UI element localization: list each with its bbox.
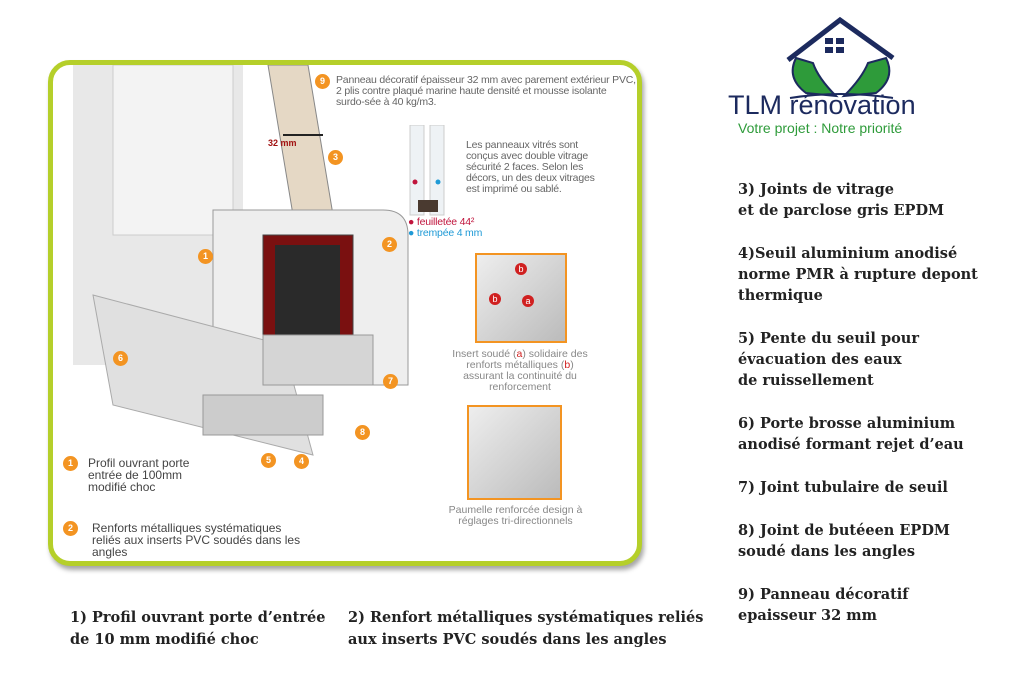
callout-5: 5 xyxy=(261,453,276,468)
legend-1-text: Profil ouvrant porte entrée de 100mm mod… xyxy=(88,456,190,494)
legend-2-badge: 2 xyxy=(63,521,78,536)
caption-text: Insert soudé ( xyxy=(452,348,517,360)
insert-caption: Insert soudé (a) solidaire des renforts … xyxy=(445,349,595,393)
house-hands-logo-icon xyxy=(786,16,895,99)
insert-label-b: b xyxy=(489,293,501,305)
feature-5: 5) Pente du seuil pour évacuation des ea… xyxy=(738,330,919,389)
callout-9: 9 xyxy=(315,74,330,89)
double-glazing-icon xyxy=(409,125,445,216)
hinge-photo xyxy=(467,405,562,500)
feature-8: 8) Joint de butéeen EPDM soudé dans les … xyxy=(738,522,950,560)
callout-2: 2 xyxy=(382,237,397,252)
glass-legend-label: feuilletée 44² xyxy=(416,216,475,228)
insert-label-b: b xyxy=(515,263,527,275)
feature-3: 3) Joints de vitrage et de parclose gris… xyxy=(738,181,945,219)
caption-text: ) assurant la continuité du renforcement xyxy=(463,359,577,393)
insert-photo: b b a xyxy=(475,253,567,343)
door-profile-illustration xyxy=(73,65,409,456)
callout-8: 8 xyxy=(355,425,370,440)
callout-1: 1 xyxy=(198,249,213,264)
hinge-caption: Paumelle renforcée design à réglages tri… xyxy=(448,504,583,527)
caption-b: b xyxy=(564,359,571,371)
callout-4: 4 xyxy=(294,454,309,469)
legend-2-text: Renforts métalliques systématiques relié… xyxy=(92,521,301,559)
logo: TLM rénovation Votre projet : Notre prio… xyxy=(728,8,943,138)
glass-legend-label: trempée 4 mm xyxy=(416,227,483,239)
feature-7: 7) Joint tubulaire de seuil xyxy=(738,479,948,496)
glazing-description: Les panneaux vitrés sont conçus avec dou… xyxy=(466,139,595,195)
callout-7: 7 xyxy=(383,374,398,389)
feature-6: 6) Porte brosse aluminium anodisé forman… xyxy=(738,415,964,453)
insert-label-a: a xyxy=(522,295,534,307)
glass-legend-laminated: ● feuilletée 44² xyxy=(408,216,475,228)
caption-a: a xyxy=(516,348,523,360)
caption-text: ) solidaire des renforts métalliques ( xyxy=(466,348,588,371)
caption-2: 2) Renfort métalliques systématiques rel… xyxy=(348,609,704,648)
dimension-label: 32 mm xyxy=(268,138,297,148)
logo-tagline: Votre projet : Notre priorité xyxy=(738,120,903,136)
legend-1-badge: 1 xyxy=(63,456,78,471)
feature-9: 9) Panneau décoratif epaisseur 32 mm xyxy=(738,586,909,624)
logo-name: TLM rénovation xyxy=(728,90,916,120)
callout-6: 6 xyxy=(113,351,128,366)
feature-list: 3) Joints de vitrage et de parclose gris… xyxy=(738,179,1018,626)
feature-4: 4)Seuil aluminium anodisé norme PMR à ru… xyxy=(738,245,978,304)
panel-description: Panneau décoratif épaisseur 32 mm avec p… xyxy=(336,74,636,108)
callout-3: 3 xyxy=(328,150,343,165)
glass-legend-tempered: ● trempée 4 mm xyxy=(408,227,483,239)
caption-1: 1) Profil ouvrant porte d’entrée de 10 m… xyxy=(70,609,326,648)
